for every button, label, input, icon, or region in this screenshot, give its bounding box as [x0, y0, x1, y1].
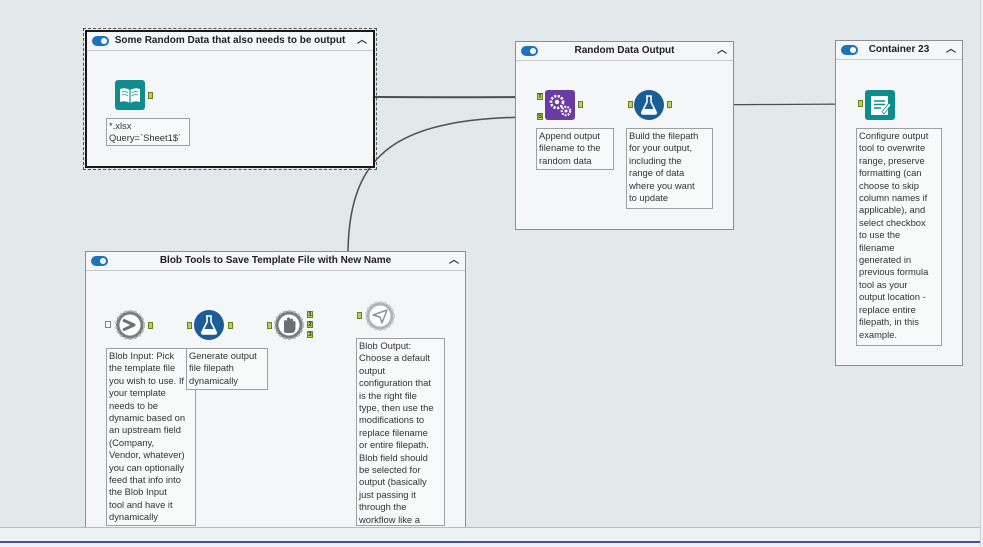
blob-input-annotation: Blob Input: Pick the template file you w…	[106, 348, 196, 526]
send-gear-icon	[365, 301, 395, 331]
output-anchor[interactable]	[228, 322, 233, 329]
container-title: Some Random Data that also needs to be o…	[114, 35, 346, 46]
formula-tool[interactable]	[634, 90, 664, 120]
append-source-anchor[interactable]: S	[537, 113, 543, 120]
append-target-anchor[interactable]: T	[537, 93, 543, 100]
formula-tool-blob[interactable]	[194, 310, 224, 340]
output-data-tool[interactable]	[865, 90, 895, 120]
input-anchor[interactable]	[187, 322, 192, 329]
input-anchor[interactable]	[267, 322, 272, 329]
container-header[interactable]: Random Data Output ︿	[516, 42, 733, 61]
flask-icon	[634, 90, 664, 120]
collapse-chevron-icon[interactable]: ︿	[946, 44, 956, 55]
block-output-anchor-1[interactable]: 1	[307, 311, 313, 318]
build-filepath-annotation: Build the filepath for your output, incl…	[626, 128, 713, 209]
horizontal-scrollbar[interactable]	[0, 527, 983, 547]
container-title: Blob Tools to Save Template File with Ne…	[159, 255, 392, 266]
gears-icon	[545, 90, 575, 120]
collapse-chevron-icon[interactable]: ︿	[449, 255, 459, 266]
input-anchor[interactable]	[858, 100, 863, 107]
block-output-anchor-3[interactable]: 3	[307, 331, 313, 338]
clipboard-icon	[865, 90, 895, 120]
hand-icon	[274, 310, 304, 340]
container-toggle[interactable]	[521, 46, 538, 56]
container-toggle[interactable]	[841, 45, 858, 55]
input-annotation: *.xlsx Query=`Sheet1$`	[106, 118, 190, 146]
container-title: Random Data Output	[574, 45, 675, 56]
generate-output-annotation: Generate output file filepath dynamicall…	[186, 348, 268, 390]
vertical-scrollbar[interactable]	[980, 0, 983, 546]
append-annotation: Append output filename to the random dat…	[536, 128, 614, 170]
flask-icon	[194, 310, 224, 340]
append-fields-tool[interactable]	[545, 90, 575, 120]
blob-output-tool[interactable]	[365, 301, 395, 331]
output-anchor[interactable]	[578, 101, 583, 108]
container-some-random-data[interactable]: Some Random Data that also needs to be o…	[83, 28, 377, 170]
output-anchor[interactable]	[667, 101, 672, 108]
collapse-chevron-icon[interactable]: ︿	[357, 35, 367, 46]
input-anchor[interactable]	[357, 312, 362, 319]
container-toggle[interactable]	[92, 36, 109, 46]
book-icon	[115, 80, 145, 110]
container-header[interactable]: Blob Tools to Save Template File with Ne…	[86, 252, 465, 271]
block-until-done-tool[interactable]	[274, 310, 304, 340]
container-title: Container 23	[868, 44, 930, 55]
output-anchor[interactable]	[148, 322, 153, 329]
container-toggle[interactable]	[91, 256, 108, 266]
blob-output-annotation: Blob Output: Choose a default output con…	[356, 338, 445, 526]
input-anchor[interactable]	[628, 101, 633, 108]
container-header[interactable]: Container 23 ︿	[836, 41, 962, 60]
configure-output-annotation: Configure output tool to overwrite range…	[856, 128, 942, 346]
blob-input-tool[interactable]	[115, 310, 145, 340]
input-anchor-stub	[105, 321, 111, 328]
container-header[interactable]: Some Random Data that also needs to be o…	[87, 32, 373, 51]
output-anchor[interactable]	[148, 92, 153, 99]
chevron-gear-icon	[115, 310, 145, 340]
collapse-chevron-icon[interactable]: ︿	[717, 45, 727, 56]
input-data-tool[interactable]	[115, 80, 145, 110]
block-output-anchor-2[interactable]: 2	[307, 321, 313, 328]
